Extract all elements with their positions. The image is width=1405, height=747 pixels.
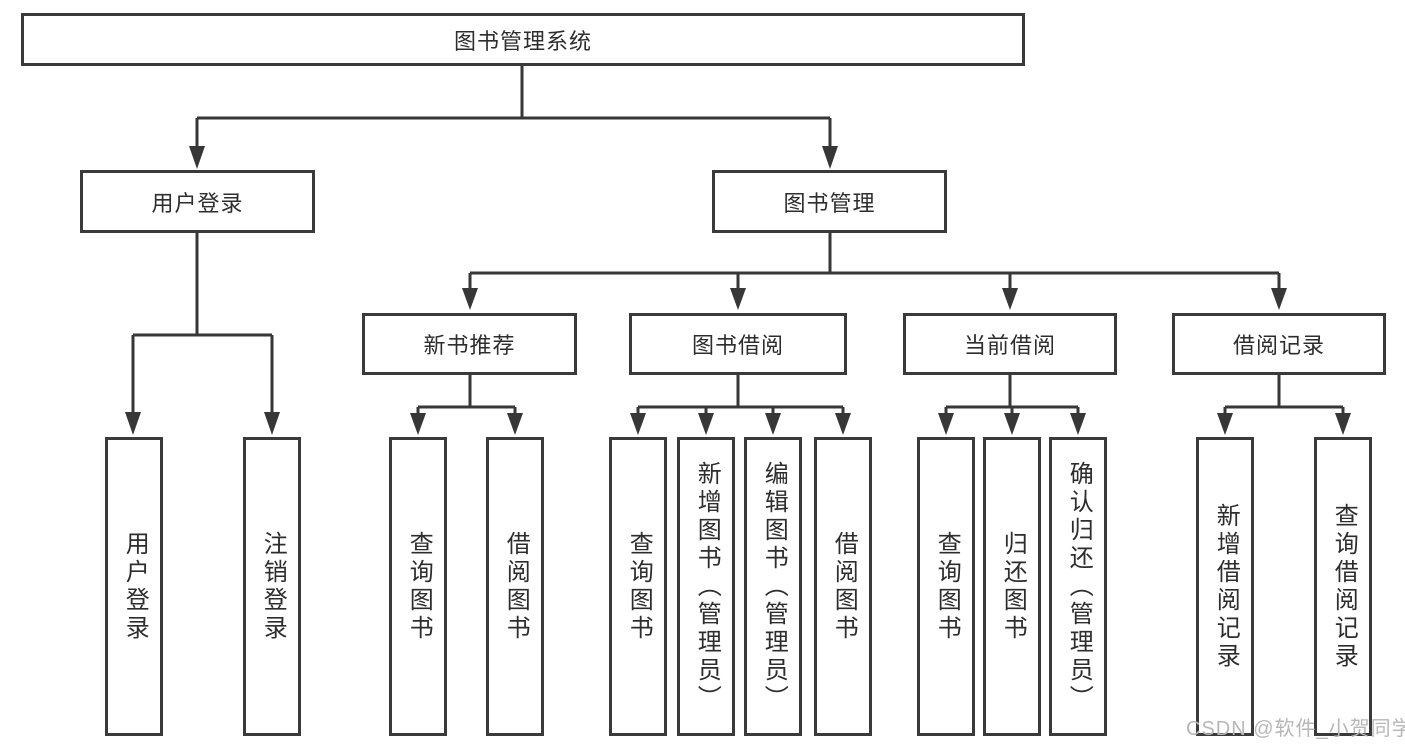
leaf-logout-label: 注销登录 xyxy=(259,530,287,643)
leaf-current-confirm-return-admin-label: 确认归还（管理员） xyxy=(1065,460,1093,713)
node-new-book-recommendation: 新书推荐 xyxy=(362,313,577,375)
leaf-newrec-borrow-books: 借阅图书 xyxy=(486,437,544,736)
leaf-records-query-record-label: 查询借阅记录 xyxy=(1330,502,1358,671)
leaf-user-login-label: 用户登录 xyxy=(121,530,149,643)
leaf-user-login: 用户登录 xyxy=(105,437,163,736)
leaf-records-query-record: 查询借阅记录 xyxy=(1314,437,1372,736)
node-user-login: 用户登录 xyxy=(80,170,315,233)
leaf-borrow-edit-books-admin: 编辑图书（管理员） xyxy=(744,437,802,736)
leaf-borrow-borrow-books: 借阅图书 xyxy=(814,437,872,736)
leaf-newrec-query-books: 查询图书 xyxy=(389,437,447,736)
node-borrowing-records: 借阅记录 xyxy=(1172,313,1386,375)
node-book-management-label: 图书管理 xyxy=(783,190,876,216)
leaf-current-return-books: 归还图书 xyxy=(983,437,1041,736)
node-current-borrowing: 当前借阅 xyxy=(903,313,1117,375)
leaf-borrow-add-books-admin-label: 新增图书（管理员） xyxy=(693,460,721,713)
leaf-newrec-borrow-books-label: 借阅图书 xyxy=(502,530,530,643)
node-borrowing-records-label: 借阅记录 xyxy=(1232,333,1325,358)
node-current-borrowing-label: 当前借阅 xyxy=(963,333,1056,358)
leaf-borrow-edit-books-admin-label: 编辑图书（管理员） xyxy=(760,460,788,713)
csdn-watermark: CSDN @软件_小贺同学 xyxy=(1186,718,1405,740)
leaf-borrow-query-books-label: 查询图书 xyxy=(625,530,653,643)
node-book-borrowing-label: 图书借阅 xyxy=(691,333,784,358)
node-user-login-label: 用户登录 xyxy=(151,190,244,216)
node-root-label: 图书管理系统 xyxy=(453,28,592,54)
node-root: 图书管理系统 xyxy=(21,13,1025,66)
node-book-management: 图书管理 xyxy=(712,170,947,233)
leaf-current-query-books: 查询图书 xyxy=(917,437,975,736)
leaf-records-add-record-label: 新增借阅记录 xyxy=(1212,502,1240,671)
leaf-logout: 注销登录 xyxy=(243,437,301,736)
leaf-borrow-add-books-admin: 新增图书（管理员） xyxy=(677,437,735,736)
node-book-borrowing: 图书借阅 xyxy=(629,313,847,375)
node-new-book-recommendation-label: 新书推荐 xyxy=(423,333,516,358)
leaf-current-query-books-label: 查询图书 xyxy=(933,530,961,643)
leaf-borrow-borrow-books-label: 借阅图书 xyxy=(830,530,858,643)
leaf-records-add-record: 新增借阅记录 xyxy=(1196,437,1254,736)
leaf-borrow-query-books: 查询图书 xyxy=(609,437,667,736)
leaf-current-confirm-return-admin: 确认归还（管理员） xyxy=(1049,437,1107,736)
leaf-newrec-query-books-label: 查询图书 xyxy=(405,530,433,643)
leaf-current-return-books-label: 归还图书 xyxy=(999,530,1027,643)
